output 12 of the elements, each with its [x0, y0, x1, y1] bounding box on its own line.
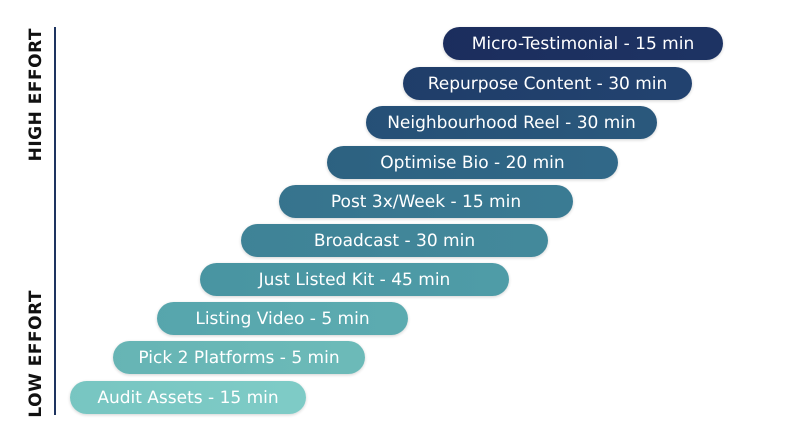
task-bar: Repurpose Content - 30 min [403, 67, 692, 100]
task-bar: Pick 2 Platforms - 5 min [113, 341, 365, 374]
task-bar: Audit Assets - 15 min [70, 381, 306, 414]
task-bar: Post 3x/Week - 15 min [279, 185, 573, 218]
task-bar: Optimise Bio - 20 min [327, 146, 618, 179]
task-bar: Micro-Testimonial - 15 min [443, 27, 723, 60]
task-bar: Listing Video - 5 min [157, 302, 408, 335]
task-bar: Neighbourhood Reel - 30 min [366, 106, 657, 139]
axis-label: HIGH EFFORT [26, 28, 46, 162]
task-bar: Just Listed Kit - 45 min [200, 263, 509, 296]
axis-label: LOW EFFORT [26, 290, 46, 418]
task-bar: Broadcast - 30 min [241, 224, 548, 257]
